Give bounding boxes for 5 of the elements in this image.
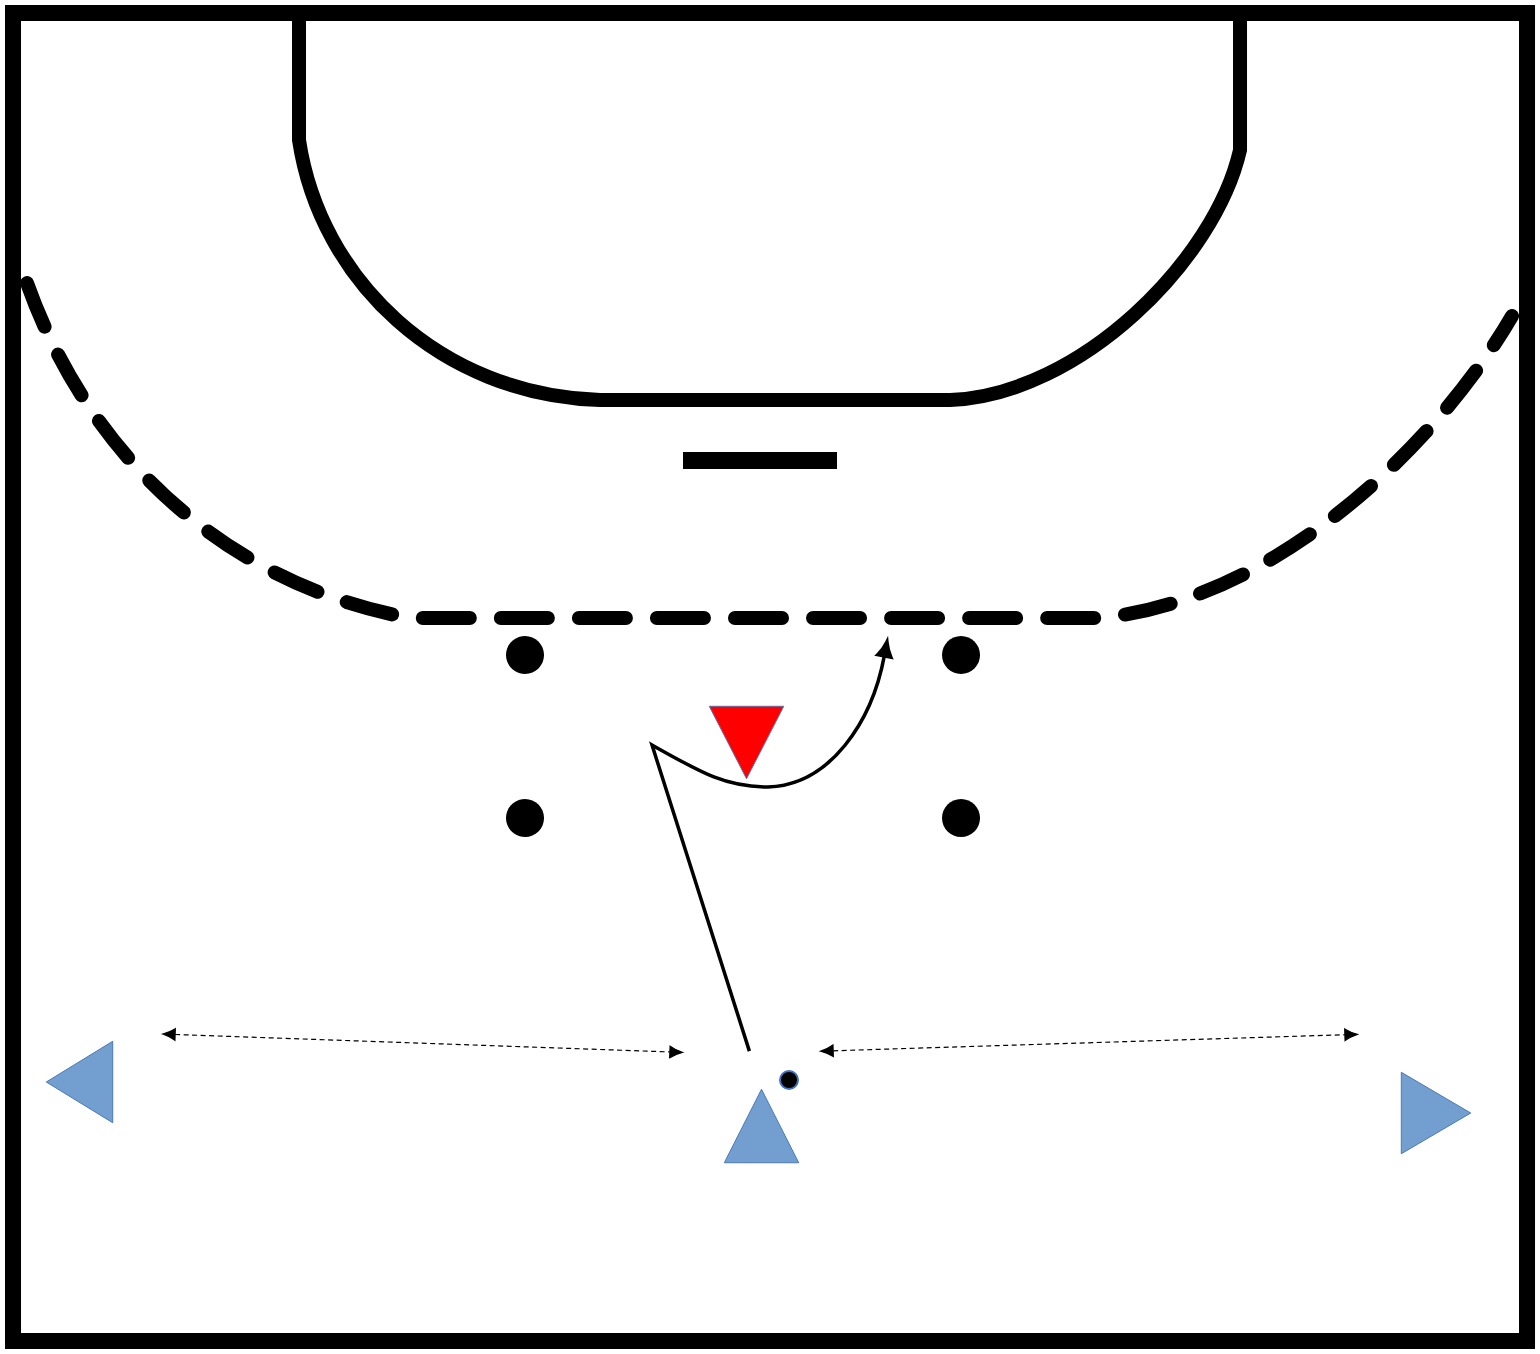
- dotted-arrow: [162, 1028, 683, 1059]
- player-triangle: [1400, 1071, 1472, 1155]
- player-triangle: [723, 1088, 800, 1164]
- player-triangle: [45, 1040, 114, 1124]
- dotted-arrow: [820, 1028, 1358, 1058]
